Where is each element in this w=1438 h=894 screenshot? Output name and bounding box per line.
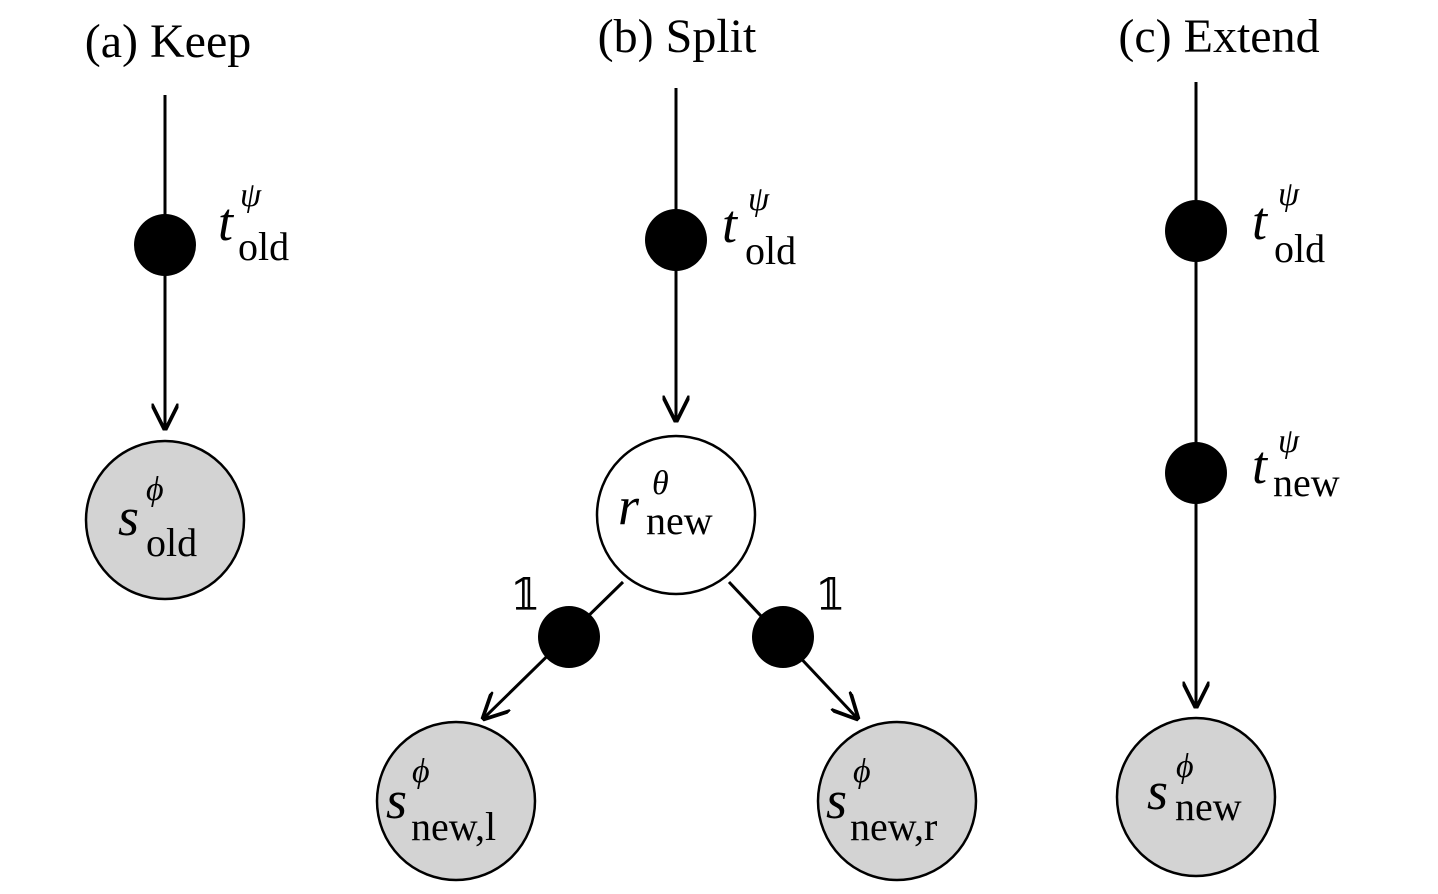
split-left-node-label: s ϕ new,l [386,753,496,849]
split-router-superscript: θ [652,465,669,502]
split-left-node-symbol: s [386,770,407,830]
extend-node-symbol: s [1147,761,1168,821]
split-right-node-symbol: s [826,770,847,830]
panel-keep: (a) Keep t ψ old s ϕ old [84,15,289,601]
split-router-subscript: new [646,498,713,543]
extend-node-subscript: new [1175,784,1242,829]
split-left-node [375,720,537,882]
extend-new-factor-superscript: ψ [1278,423,1300,460]
extend-old-factor-symbol: t [1252,191,1269,251]
extend-old-factor-dot [1165,200,1227,262]
panel-extend: (c) Extend t ψ old t ψ new s ϕ new [1115,10,1340,878]
keep-node-subscript: old [146,520,197,565]
split-right-indicator-dot [752,606,814,668]
split-right-node-label: s ϕ new,r [826,753,937,849]
keep-factor-superscript: ψ [240,177,262,214]
split-right-node [816,720,978,882]
panel-extend-title: (c) Extend [1118,10,1319,63]
panel-keep-title: (a) Keep [85,15,252,68]
keep-node-symbol: s [118,487,139,547]
split-factor-symbol: t [722,194,739,254]
keep-node-label: s ϕ old [118,471,197,565]
keep-factor-symbol: t [218,192,235,252]
split-left-indicator-dot [538,606,600,668]
extend-old-factor-label: t ψ old [1252,176,1325,271]
split-left-node-superscript: ϕ [412,753,430,790]
extend-node-label: s ϕ new [1147,748,1242,829]
extend-new-node [1115,716,1277,878]
extend-node-superscript: ϕ [1176,748,1194,785]
panel-split-title: (b) Split [598,10,757,63]
extend-new-factor-dot [1165,442,1227,504]
split-router-label: r θ new [618,465,713,543]
extend-new-factor-symbol: t [1252,435,1269,495]
split-router-symbol: r [618,476,640,536]
extend-new-factor-subscript: new [1273,460,1340,505]
split-right-node-superscript: ϕ [853,753,871,790]
split-left-indicator-label: 𝟙 [510,570,541,621]
keep-factor-subscript: old [238,224,289,269]
split-factor-label: t ψ old [722,181,796,273]
extend-old-factor-superscript: ψ [1278,176,1300,213]
keep-node-superscript: ϕ [146,471,164,508]
keep-factor-dot [134,214,196,276]
keep-old-node [84,439,246,601]
split-factor-subscript: old [745,228,796,273]
split-factor-dot [645,209,707,271]
extend-old-factor-subscript: old [1274,226,1325,271]
panel-split: (b) Split t ψ old r θ new 𝟙 𝟙 s ϕ new,l [375,10,978,882]
split-left-node-subscript: new,l [411,804,496,849]
split-router-node [595,434,757,596]
extend-new-factor-label: t ψ new [1252,423,1340,505]
split-factor-superscript: ψ [748,181,770,218]
split-right-indicator-label: 𝟙 [815,570,846,621]
keep-factor-label: t ψ old [218,177,289,269]
split-right-node-subscript: new,r [850,804,937,849]
